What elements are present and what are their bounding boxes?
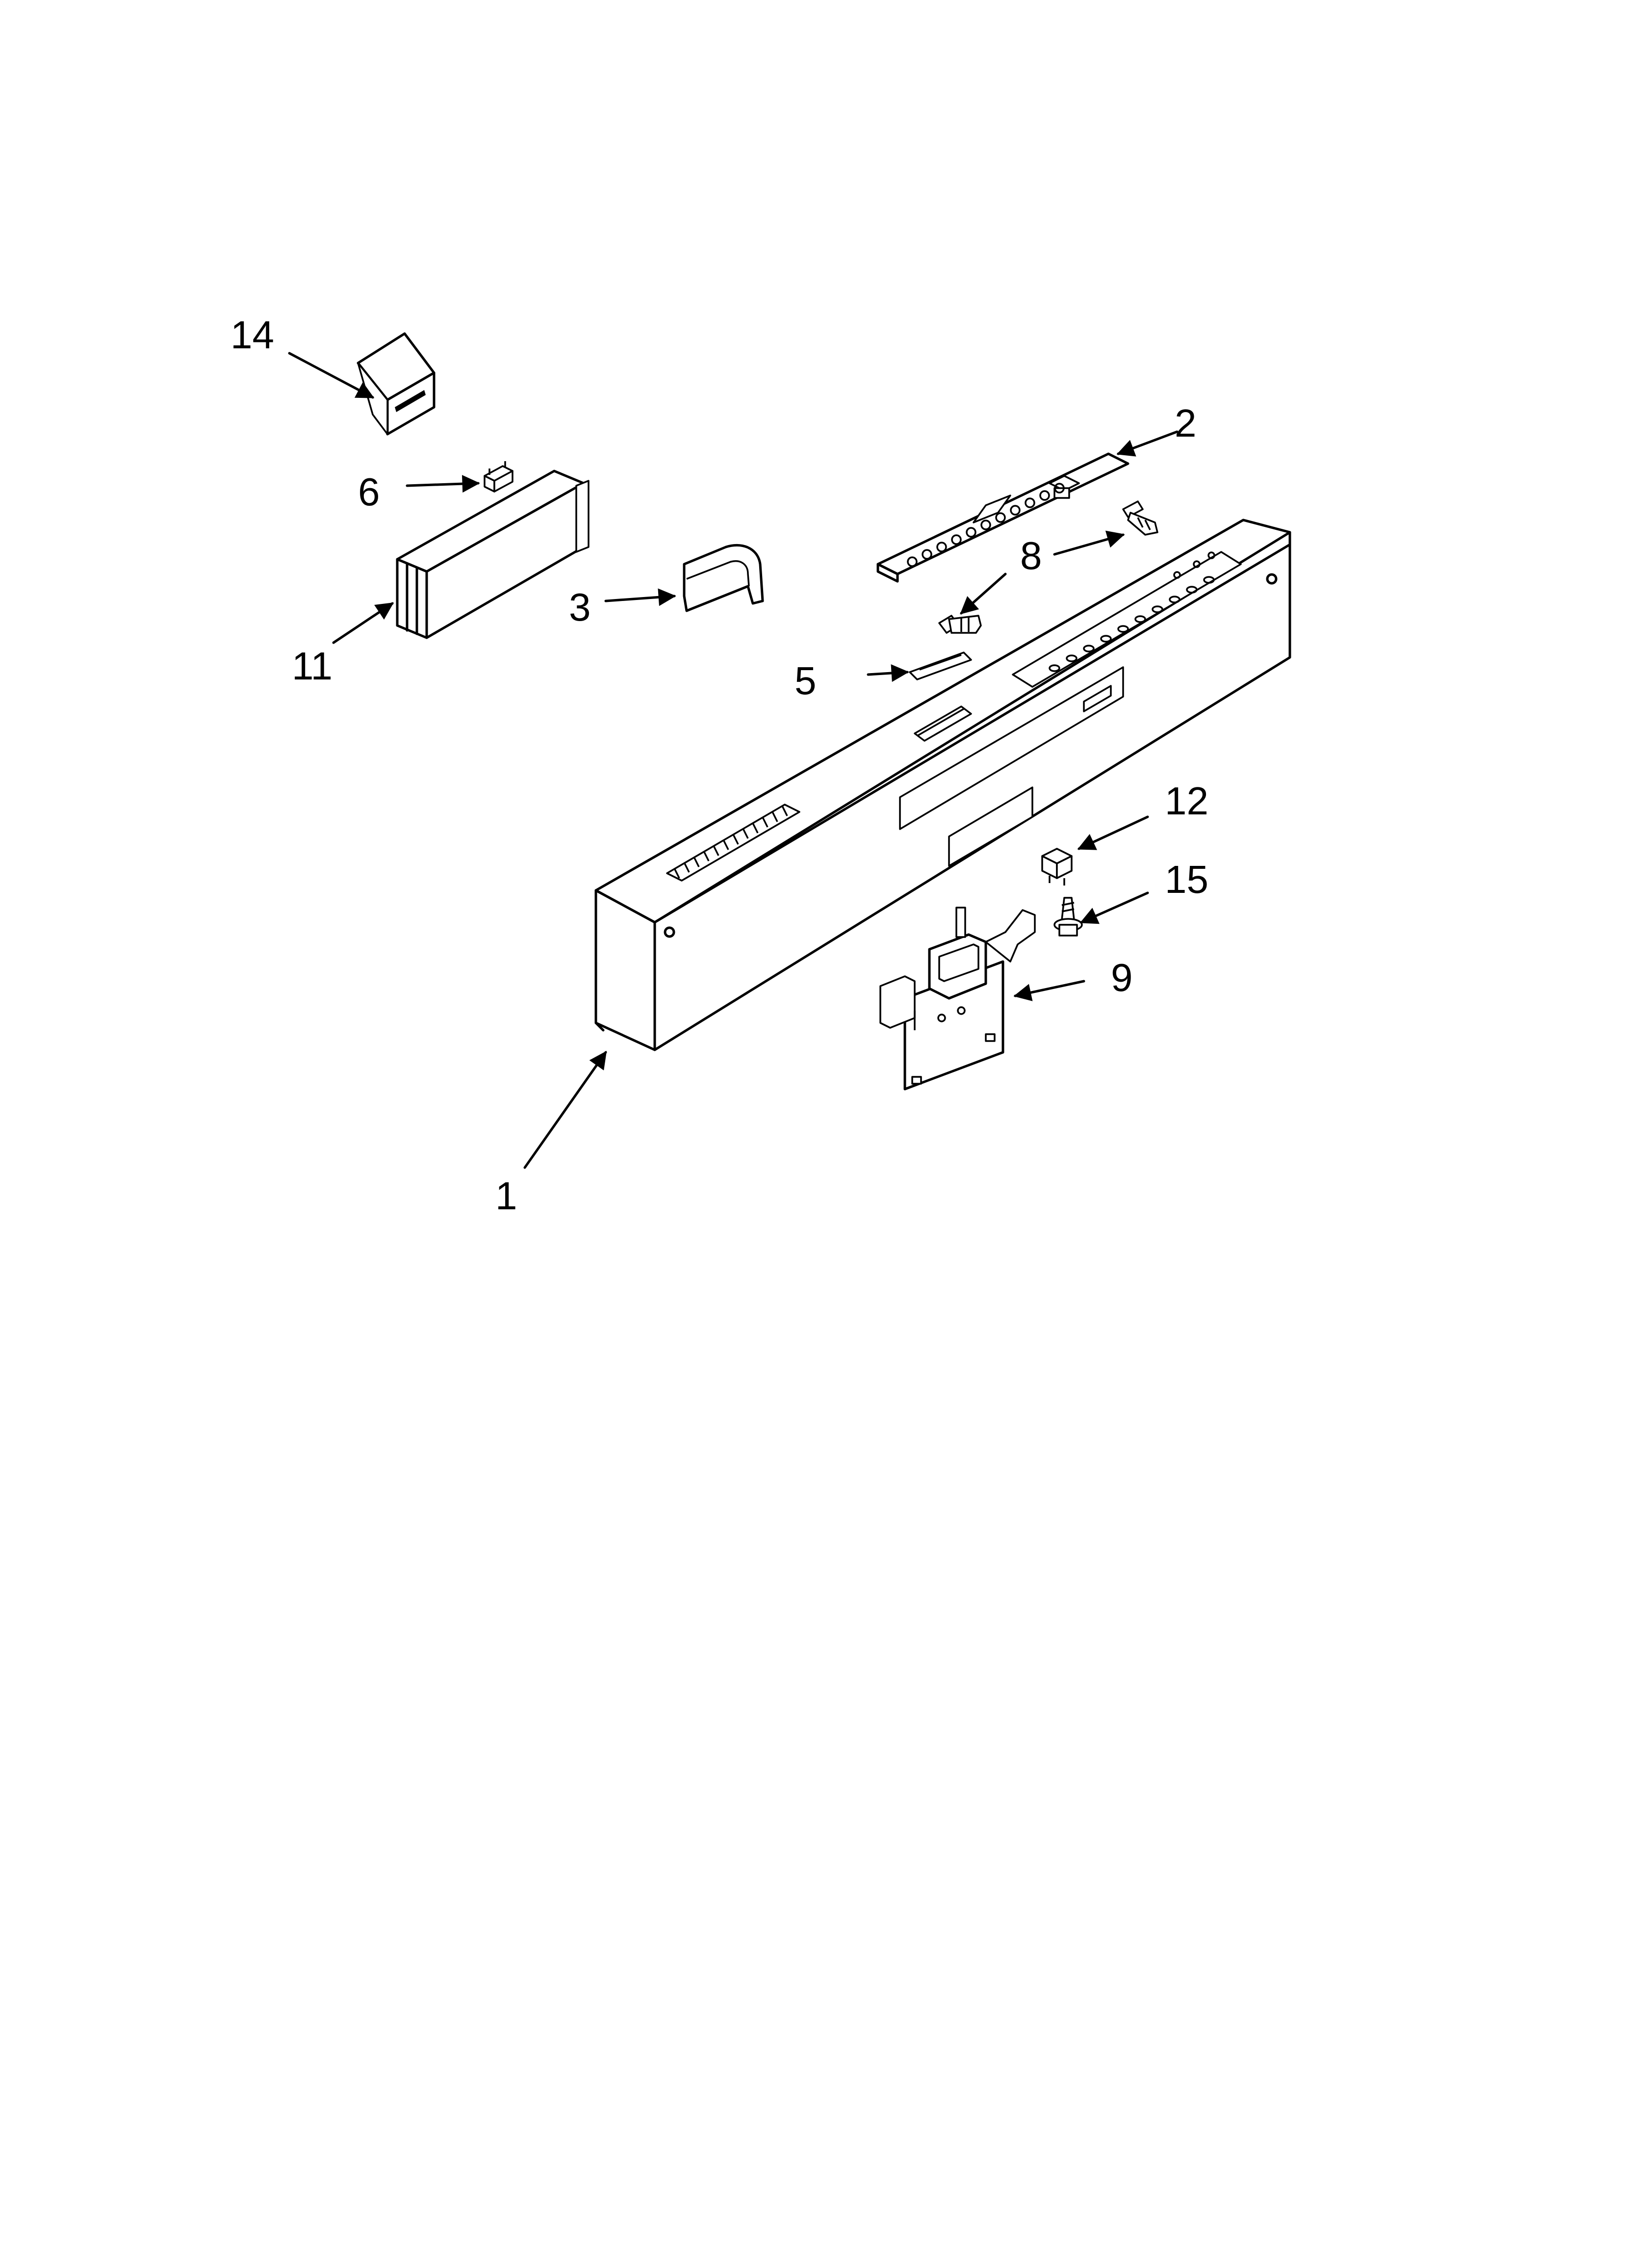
callout-11: 11 [292,644,333,688]
callout-6: 6 [358,470,380,514]
module-box-part [396,469,590,639]
screw-part-vertical [1053,897,1083,937]
ribbon-cable-part [683,544,764,612]
badge-part [909,652,972,680]
callout-2: 2 [1175,401,1197,445]
screw-part [1122,500,1158,536]
callout-3: 3 [569,585,591,629]
callout-1: 1 [495,1174,517,1218]
callout-labels: 14 2 6 8 3 11 5 12 15 9 1 [231,313,1208,1218]
switch-row [907,483,1065,567]
screw-part-lower [938,615,982,634]
callout-12: 12 [1165,779,1208,823]
callout-5: 5 [795,659,817,703]
circuit-board-part [876,452,1129,583]
callout-14: 14 [231,313,274,357]
callout-9: 9 [1111,956,1133,999]
connector-part [484,461,513,493]
bracket-assembly-part [879,907,1036,1091]
callout-15: 15 [1165,858,1208,901]
leader-lines [288,352,1179,1169]
button-row [1049,576,1215,672]
switch-part [1041,848,1073,886]
cover-part [357,332,436,436]
vent-slots [666,804,800,882]
console-panel-part [594,519,1291,1051]
callout-8: 8 [1020,534,1042,577]
